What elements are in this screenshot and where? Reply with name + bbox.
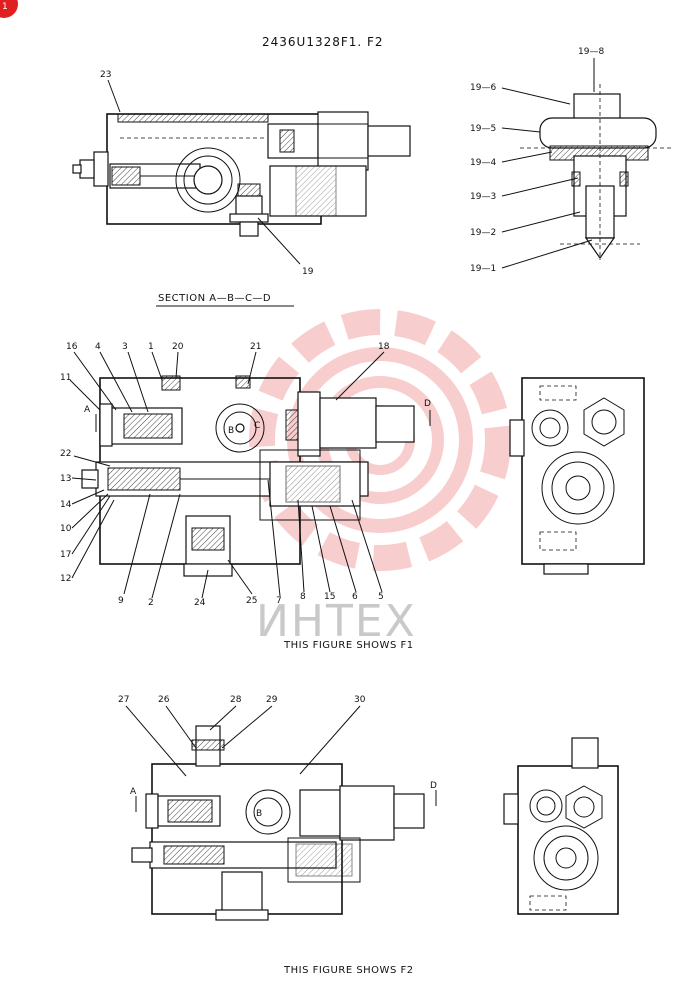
label-1: 1 xyxy=(148,342,154,352)
f2-front-view xyxy=(131,725,437,921)
label-10: 10 xyxy=(60,524,72,534)
label-f2-D: D xyxy=(430,781,437,791)
label-23: 23 xyxy=(100,70,111,80)
watermark-text: ИНТЕХ xyxy=(256,596,417,647)
f1-leaders xyxy=(69,351,385,599)
label-26: 26 xyxy=(158,695,170,705)
label-28: 28 xyxy=(230,695,242,705)
label-6: 6 xyxy=(352,592,358,602)
document-number: 2436U1328F1. F2 xyxy=(262,35,384,49)
label-B: B xyxy=(228,426,234,436)
label-19: 19 xyxy=(302,267,314,277)
label-A: A xyxy=(84,405,91,415)
label-4: 4 xyxy=(95,342,101,352)
label-25: 25 xyxy=(246,596,257,606)
label-20: 20 xyxy=(172,342,184,352)
label-19-4: 19—4 xyxy=(470,158,496,168)
f1-front-view xyxy=(81,375,431,577)
label-19-5: 19—5 xyxy=(470,124,496,134)
label-19-8: 19—8 xyxy=(578,47,604,57)
label-19-2: 19—2 xyxy=(470,228,496,238)
label-29: 29 xyxy=(266,695,278,705)
figure-f2-caption: THIS FIGURE SHOWS F2 xyxy=(283,965,414,976)
label-5: 5 xyxy=(378,592,384,602)
label-8: 8 xyxy=(300,592,306,602)
f1-side-view xyxy=(509,377,645,575)
label-f2-A: A xyxy=(130,787,137,797)
label-D: D xyxy=(424,399,431,409)
section-view xyxy=(72,79,411,265)
label-17: 17 xyxy=(60,550,71,560)
label-30: 30 xyxy=(354,695,366,705)
label-27: 27 xyxy=(118,695,129,705)
label-12: 12 xyxy=(60,574,71,584)
label-19-6: 19—6 xyxy=(470,83,496,93)
f2-labels: 27 26 28 29 30 A D B xyxy=(118,695,437,819)
label-16: 16 xyxy=(66,342,78,352)
label-3: 3 xyxy=(122,342,128,352)
f2-leaders xyxy=(125,705,361,777)
label-18: 18 xyxy=(378,342,390,352)
label-7: 7 xyxy=(276,596,282,606)
corner-badge: 1 xyxy=(0,0,18,18)
label-14: 14 xyxy=(60,500,72,510)
label-C: C xyxy=(254,421,260,431)
corner-badge-label: 1 xyxy=(2,2,8,12)
part-19-detail xyxy=(501,58,672,269)
figure-f1-caption: THIS FIGURE SHOWS F1 xyxy=(283,640,414,651)
label-9: 9 xyxy=(118,596,124,606)
label-15: 15 xyxy=(324,592,335,602)
f2-side-view xyxy=(503,737,619,915)
label-21: 21 xyxy=(250,342,261,352)
label-f2-B: B xyxy=(256,809,262,819)
label-22: 22 xyxy=(60,449,71,459)
section-label: SECTION A—B—C—D xyxy=(158,293,271,304)
label-19-1: 19—1 xyxy=(470,264,496,274)
label-2: 2 xyxy=(148,598,154,608)
label-24: 24 xyxy=(194,598,206,608)
f1-labels: 16 4 3 1 20 21 18 11 A D 22 13 14 10 17 … xyxy=(60,342,431,608)
label-11: 11 xyxy=(60,373,71,383)
label-13: 13 xyxy=(60,474,71,484)
label-19-3: 19—3 xyxy=(470,192,496,202)
